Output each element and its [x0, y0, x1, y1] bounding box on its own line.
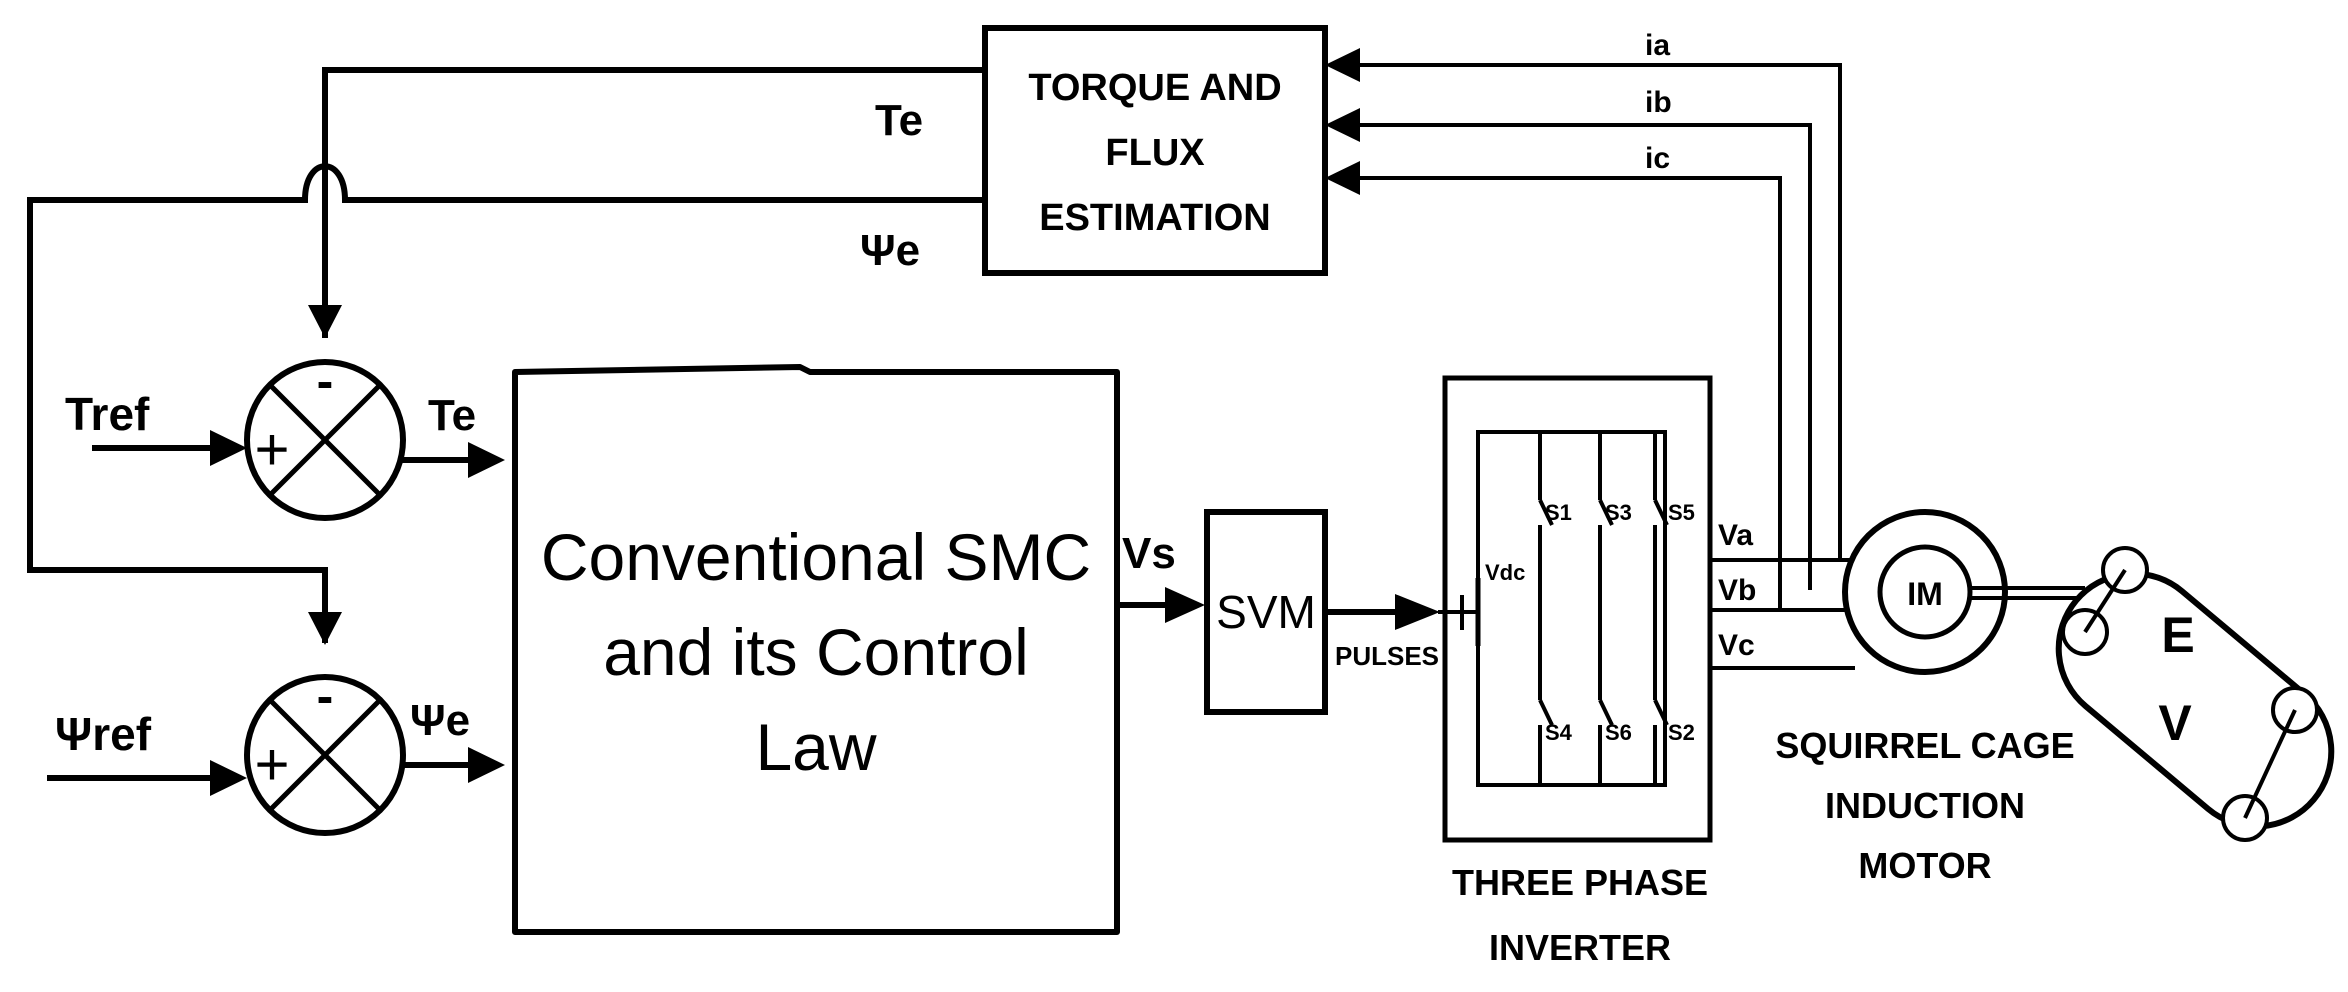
estimator-label-line-3: ESTIMATION — [1039, 197, 1271, 239]
electric-vehicle: E V — [2055, 546, 2335, 842]
current-feedback-lines — [1325, 48, 1842, 610]
te-error-line — [400, 442, 505, 478]
psi-feedback-line — [27, 163, 988, 645]
three-phase-inverter — [1438, 375, 1713, 843]
svm-label: SVM — [1216, 586, 1316, 638]
conventional-smc-block: Conventional SMC and its Control Law — [512, 364, 1120, 935]
motor-label: IM — [1907, 576, 1943, 612]
motor-caption-line-1: SQUIRREL CAGE — [1775, 725, 2074, 766]
ev-letter-v: V — [2158, 695, 2192, 751]
tref-input-line — [92, 430, 247, 466]
psiref-input-line — [47, 760, 247, 796]
psi-error-label: Ψe — [410, 696, 470, 745]
voltage-label-vb: Vb — [1718, 574, 1756, 607]
torque-summer-plus-sign: + — [254, 416, 289, 483]
induction-motor: IM — [1842, 509, 2008, 675]
voltage-label-vc: Vc — [1718, 629, 1755, 662]
te-error-label: Te — [428, 391, 476, 440]
current-label-ic: ic — [1645, 142, 1670, 175]
flux-summer-minus-sign: - — [317, 668, 334, 724]
switch-s3-label: S3 — [1605, 500, 1632, 525]
smc-label-line-1: Conventional SMC — [541, 520, 1091, 594]
pulses-label: PULSES — [1335, 641, 1439, 671]
psi-error-line — [400, 747, 505, 783]
estimator-label-line-2: FLUX — [1105, 132, 1205, 174]
flux-summing-junction: - + — [244, 668, 406, 836]
flux-summer-plus-sign: + — [254, 731, 289, 798]
tref-label: Tref — [65, 388, 150, 440]
switch-s5-label: S5 — [1668, 500, 1695, 525]
torque-summer-minus-sign: - — [317, 353, 334, 409]
torque-flux-estimation-block: TORQUE AND FLUX ESTIMATION — [982, 25, 1328, 276]
svm-block: SVM — [1204, 509, 1328, 715]
vs-line — [1114, 587, 1205, 623]
motor-caption-line-3: MOTOR — [1858, 845, 1991, 886]
psi-feedback-label: Ψe — [860, 226, 920, 275]
estimator-label-line-1: TORQUE AND — [1028, 67, 1281, 109]
switch-s6-label: S6 — [1605, 720, 1632, 745]
phase-output-lines — [1710, 558, 1855, 670]
te-feedback-line — [308, 67, 988, 338]
torque-summing-junction: - + — [244, 353, 406, 521]
psiref-label: Ψref — [55, 708, 152, 760]
current-label-ib: ib — [1645, 86, 1672, 119]
switch-s1-label: S1 — [1545, 500, 1572, 525]
smc-label-line-2: and its Control — [603, 615, 1029, 689]
vdc-label: Vdc — [1485, 560, 1525, 585]
inverter-caption-line-2: INVERTER — [1489, 927, 1671, 968]
vs-label: Vs — [1122, 529, 1176, 578]
current-label-ia: ia — [1645, 29, 1670, 62]
inverter-caption-line-1: THREE PHASE — [1452, 862, 1708, 903]
switch-s4-label: S4 — [1545, 720, 1573, 745]
motor-caption-line-2: INDUCTION — [1825, 785, 2025, 826]
voltage-label-va: Va — [1718, 519, 1753, 552]
motor-shaft — [1970, 586, 2085, 600]
ev-letter-e: E — [2161, 607, 2194, 663]
pulses-line — [1322, 594, 1440, 630]
switch-s2-label: S2 — [1668, 720, 1695, 745]
smc-label-line-3: Law — [755, 710, 876, 784]
te-feedback-label: Te — [875, 96, 923, 145]
